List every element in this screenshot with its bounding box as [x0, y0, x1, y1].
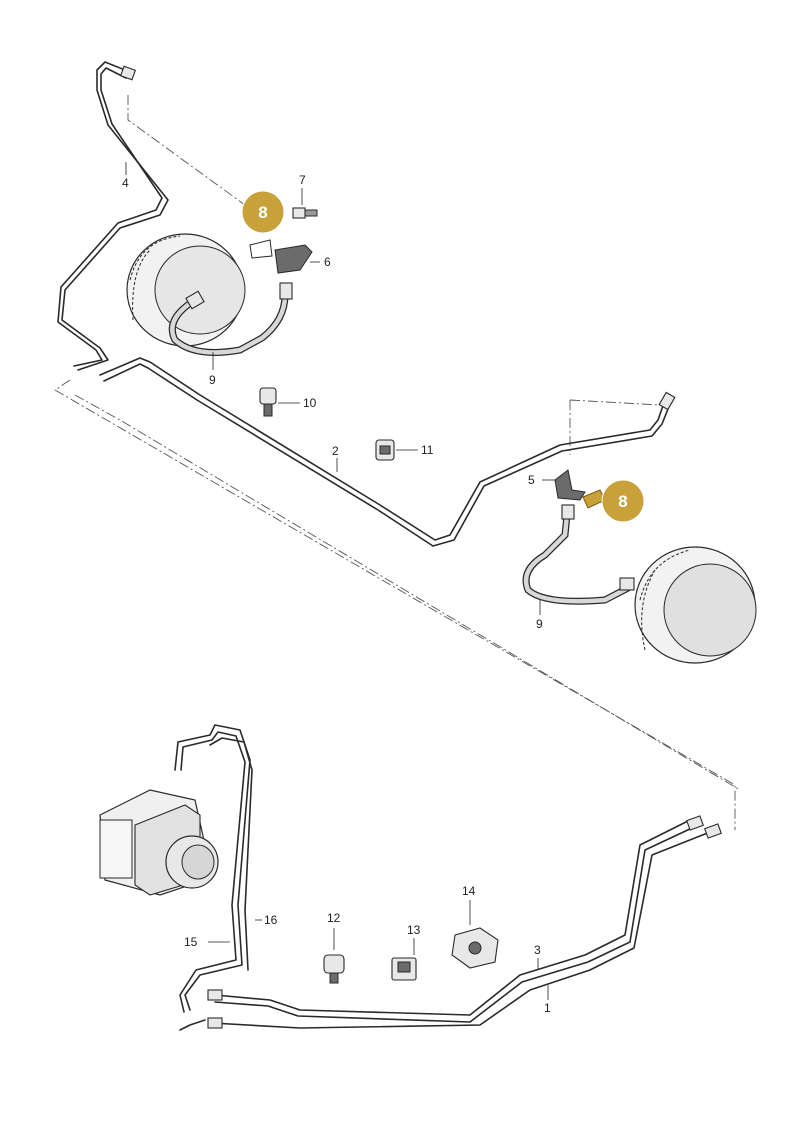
- upper-brake-drum: [126, 233, 246, 347]
- badge-label-lower: 8: [618, 492, 627, 511]
- badge-label-upper: 8: [258, 203, 267, 222]
- brake-pipe-4: [57, 61, 169, 371]
- callout-14: 14: [462, 884, 476, 898]
- brake-pipe-2: [99, 357, 676, 547]
- callout-9-lower: 9: [536, 617, 543, 631]
- callout-10: 10: [303, 396, 317, 410]
- callout-5: 5: [528, 473, 535, 487]
- highlight-badge-upper: 8: [241, 190, 285, 234]
- callout-11: 11: [421, 443, 434, 457]
- callout-labels: 4 7 6 9 10 11 2 5 9 16 15 12 13 14 3 1: [122, 173, 551, 1015]
- clip-12: [323, 954, 345, 984]
- brake-hose-9-lower: [522, 504, 635, 605]
- callout-6: 6: [324, 255, 331, 269]
- lower-brake-drum: [634, 546, 757, 664]
- leader-lines: [125, 162, 556, 1000]
- callout-9-upper: 9: [209, 373, 216, 387]
- clip-11: [375, 439, 395, 461]
- bolt-7: [292, 207, 318, 219]
- assembly-guide-lines: [54, 95, 741, 830]
- callout-13: 13: [407, 923, 421, 937]
- brake-pipe-15-16: [174, 724, 253, 1031]
- callout-7: 7: [299, 173, 306, 187]
- callout-12: 12: [327, 911, 341, 925]
- bracket-5: [554, 469, 586, 501]
- callout-4: 4: [122, 176, 129, 190]
- brake-pipe-1-3: [207, 815, 722, 1029]
- callout-16: 16: [264, 913, 278, 927]
- callout-1: 1: [544, 1001, 551, 1015]
- clip-13: [391, 957, 417, 981]
- brake-hose-9-upper: [168, 282, 293, 356]
- clip-8-upper: [249, 239, 273, 259]
- callout-3: 3: [534, 943, 541, 957]
- abs-control-unit: [99, 789, 219, 896]
- clip-14: [451, 927, 499, 969]
- clip-10: [259, 387, 277, 417]
- highlight-badge-lower: 8: [601, 479, 645, 523]
- bracket-6: [274, 244, 313, 274]
- callout-15: 15: [184, 935, 198, 949]
- callout-2: 2: [332, 444, 339, 458]
